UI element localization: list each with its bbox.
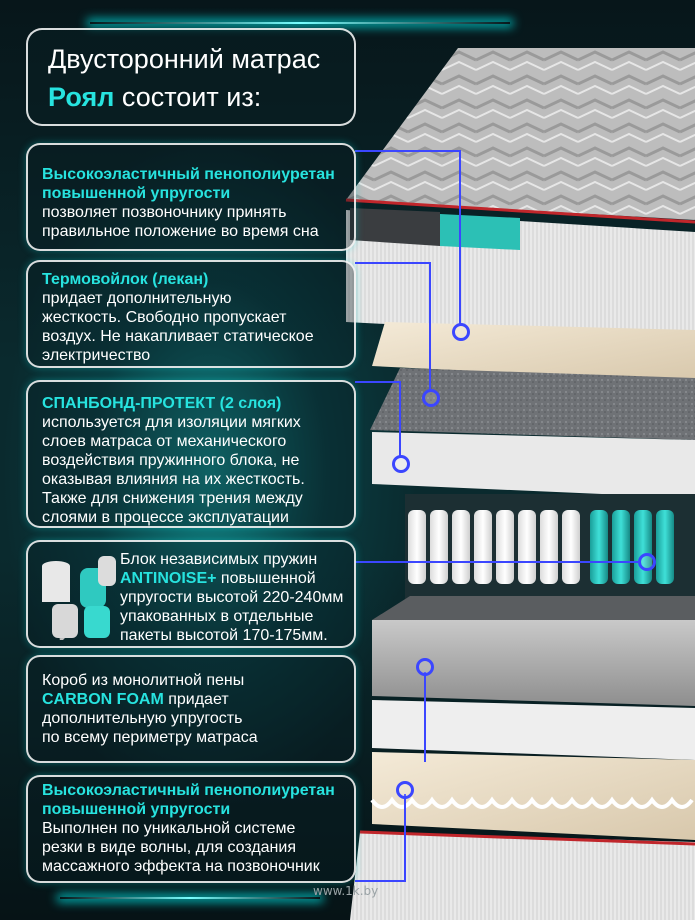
spring-white [430, 510, 448, 584]
layer-3-text-line-3: воздействия пружинного блока, не [42, 452, 300, 469]
watermark: www.1k.by [313, 884, 379, 898]
layer-6-text-line-1: Выполнен по уникальной системе [42, 820, 296, 837]
connector-3-v [399, 381, 401, 457]
layer-panel-6: Высокоэластичный пенополиуретан повышенн… [26, 775, 356, 883]
spunbond-white [372, 432, 695, 498]
layer-2-text-line-4: электричество [42, 347, 151, 364]
white-layer [372, 700, 695, 760]
layer-4-text-line-4: упакованных в отдельные [120, 608, 314, 625]
foam-box [372, 620, 695, 706]
spring-teal [656, 510, 674, 584]
spring-white [452, 510, 470, 584]
spring-white [474, 510, 492, 584]
layer-4-highlight: ANTINOISE+ [120, 570, 217, 587]
layer-panel-1: Высокоэластичный пенополиуретан повышенн… [26, 143, 356, 251]
top-cover [346, 48, 695, 220]
layer-3-text-line-5: Также для снижения трения между [42, 490, 303, 507]
title-line-1: Двусторонний матрас [48, 44, 321, 74]
connector-1-h [355, 150, 460, 152]
connector-1-v [459, 150, 461, 326]
spring-white [408, 510, 426, 584]
layer-3-text-line-2: слоев матраса от механического [42, 433, 287, 450]
layer-2-text-line-2: жесткость. Свободно пропускает [42, 309, 287, 326]
layer-5-text-line-4: по всему периметру матраса [42, 729, 258, 746]
layer-6-text-line-2: резки в виде волны, для создания [42, 839, 296, 856]
layer-panel-5: Короб из монолитной пены CARBON FOAM при… [26, 655, 356, 763]
connector-6-v [404, 794, 406, 882]
layer-5-text-line-2: CARBON FOAM придает [42, 691, 229, 708]
connector-5-v [424, 672, 426, 762]
spunbond-grey [370, 368, 695, 440]
brand-name: Роял [48, 82, 115, 112]
layer-5-text-line-3: дополнительную упругость [42, 710, 243, 727]
springs-thumbnail [42, 556, 116, 640]
connector-dot-3 [392, 455, 410, 473]
layer-4-text-line-3: упругости высотой 220-240мм [120, 589, 344, 606]
layer-panel-2: Термовойлок (лекан) придает дополнительн… [26, 260, 356, 368]
layer-2-text-line-1: придает дополнительную [42, 290, 232, 307]
connector-6-h [355, 880, 405, 882]
spring-white [540, 510, 558, 584]
layer-3-heading: СПАНБОНД-ПРОТЕКТ (2 слоя) [42, 395, 282, 412]
layer-1-text-line-2: правильное положение во время сна [42, 223, 319, 240]
layer-5-text-line-1: Короб из монолитной пены [42, 672, 245, 689]
connector-dot-6 [396, 781, 414, 799]
layer-6-text-line-3: массажного эффекта на позвоночник [42, 858, 320, 875]
connector-dot-4 [638, 553, 656, 571]
layer-panel-4: Блок независимых пружин ANTINOISE+ повыш… [26, 540, 356, 648]
spring-teal [634, 510, 652, 584]
bottom-cover [350, 832, 695, 920]
connector-dot-2 [422, 389, 440, 407]
layer-4-text-line-5: пакеты высотой 170-175мм. [120, 627, 328, 644]
glow-top [90, 22, 510, 24]
spring-teal [590, 510, 608, 584]
title-line-2: Роял состоит из: [48, 78, 354, 116]
top-foam-edge [350, 208, 440, 246]
layer-6-heading-line-2: повышенной упругости [42, 801, 231, 818]
glow-bottom [60, 897, 320, 899]
layer-1-heading-line-2: повышенной упругости [42, 185, 231, 202]
layer-3-text-line-6: слоями в процессе эксплуатации [42, 509, 289, 526]
spring-white [496, 510, 514, 584]
layer-5-highlight: CARBON FOAM [42, 691, 164, 708]
page-title: Двусторонний матрас Роял состоит из: [26, 28, 356, 126]
wave-foam [372, 752, 695, 840]
layer-3-text-line-1: используется для изоляции мягких [42, 414, 301, 431]
layer-4-text-line-2: ANTINOISE+ повышенной [120, 570, 316, 587]
top-cover-piping [345, 198, 695, 224]
layer-6-heading-line-1: Высокоэластичный пенополиуретан [42, 782, 335, 799]
layer-2-heading: Термовойлок (лекан) [42, 271, 209, 288]
connector-dot-5 [416, 658, 434, 676]
spring-white [518, 510, 536, 584]
connector-4-h [355, 561, 640, 563]
spring-teal [612, 510, 630, 584]
layer-4-text-line-1: Блок независимых пружин [120, 551, 318, 568]
layer-1-heading-line-1: Высокоэластичный пенополиуретан [42, 166, 335, 183]
layer-panel-3: СПАНБОНД-ПРОТЕКТ (2 слоя) используется д… [26, 380, 356, 528]
layer-1-text-line-1: позволяет позвоночнику принять [42, 204, 287, 221]
title-line-2-rest: состоит из: [114, 82, 262, 112]
connector-2-v [429, 262, 431, 392]
layer-3-text-line-4: оказывая влияния на их жесткость. [42, 471, 305, 488]
layer-2-text-line-3: воздух. Не накапливает статическое [42, 328, 314, 345]
spring-white [562, 510, 580, 584]
connector-3-h [355, 381, 400, 383]
connector-dot-1 [452, 323, 470, 341]
connector-2-h [355, 262, 430, 264]
